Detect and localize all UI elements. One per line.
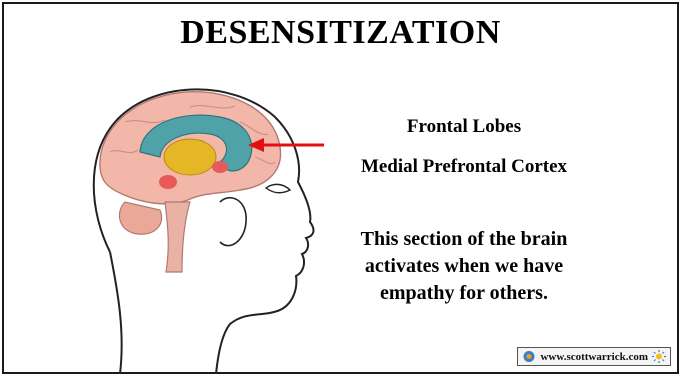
- sun-icon: [651, 350, 667, 363]
- slide: DESENSITIZATION: [2, 2, 679, 374]
- ear: [220, 198, 246, 246]
- prefrontal-node: [212, 161, 228, 173]
- slide-title: DESENSITIZATION: [4, 14, 677, 52]
- amygdala: [159, 175, 177, 189]
- brain-stem: [165, 202, 190, 272]
- body-text: This section of the brain activates when…: [304, 226, 624, 307]
- head-profile-illustration: [70, 62, 330, 374]
- label-frontal-lobes: Frontal Lobes: [304, 116, 624, 138]
- eye: [266, 184, 290, 192]
- website-link[interactable]: www.scottwarrick.com: [540, 351, 648, 363]
- label-medial-prefrontal-cortex: Medial Prefrontal Cortex: [304, 156, 624, 178]
- arrow-icon: [248, 138, 324, 152]
- body-line: empathy for others.: [304, 280, 624, 307]
- website-badge[interactable]: www.scottwarrick.com: [517, 347, 671, 366]
- back-of-neck: [110, 252, 122, 374]
- thalamus: [164, 139, 216, 175]
- logo-icon: [521, 350, 537, 363]
- cerebellum: [119, 202, 161, 234]
- body-line: activates when we have: [304, 253, 624, 280]
- body-line: This section of the brain: [304, 226, 624, 253]
